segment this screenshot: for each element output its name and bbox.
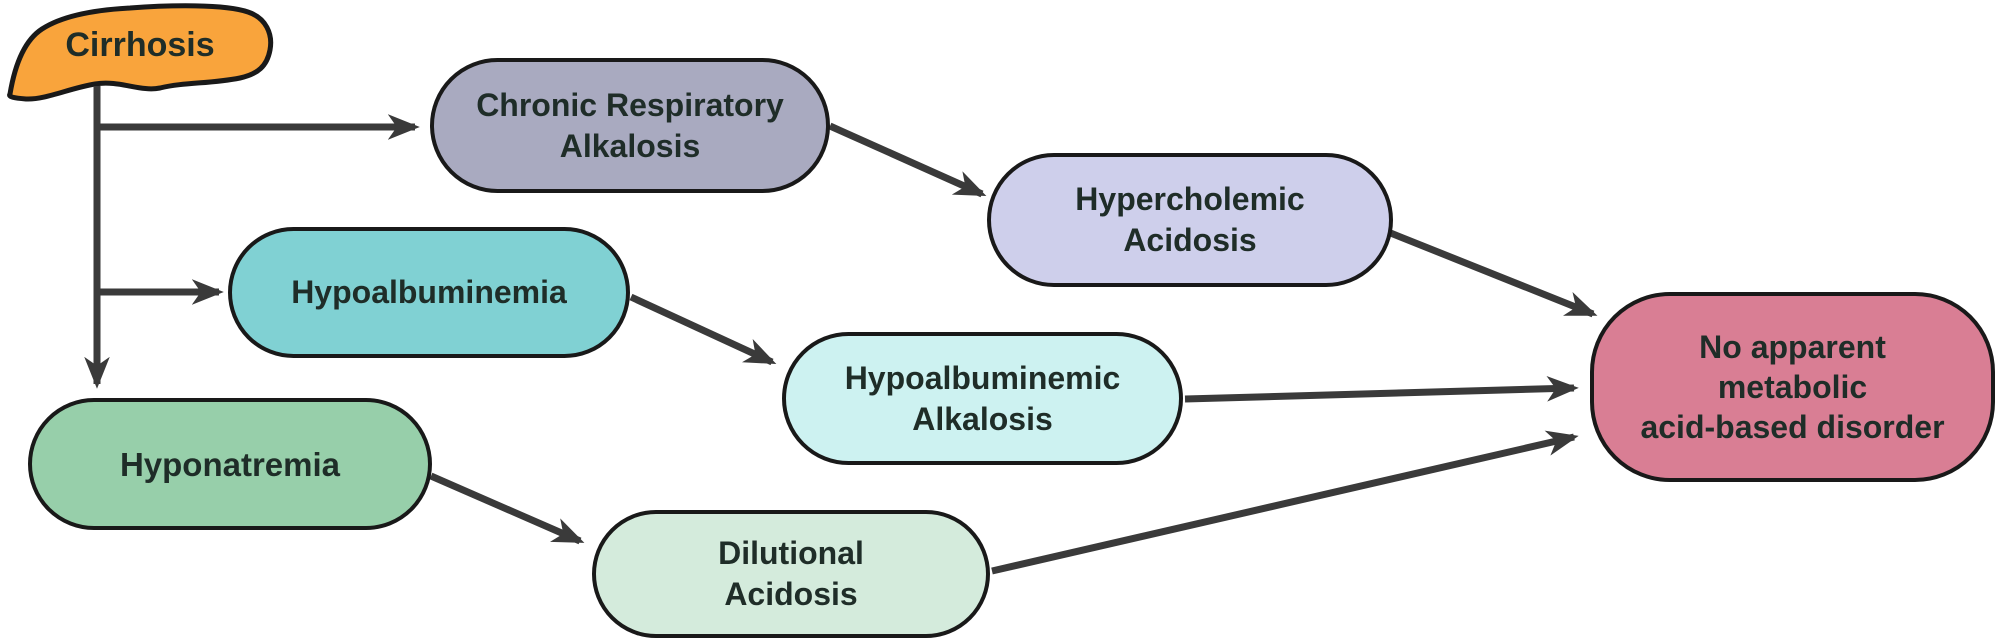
edge-chronic-respiratory-alkalosis-to-hypercholemic-acidosis xyxy=(828,122,987,198)
node-label-line: Acidosis xyxy=(1123,222,1257,258)
node-label-line: Alkalosis xyxy=(559,127,701,164)
node-label-line: Dilutional xyxy=(718,535,864,571)
node-label-line: Acidosis xyxy=(724,576,858,612)
node-hypoalbuminemic-alkalosis: Hypoalbuminemic Alkalosis xyxy=(782,332,1183,465)
node-label-line: acid-based disorder xyxy=(1640,409,1945,445)
node-hyponatremia: Hyponatremia xyxy=(28,398,432,530)
node-label-line: No apparent xyxy=(1699,329,1886,365)
node-hypercholemic-acidosis: Hypercholemic Acidosis xyxy=(987,153,1393,287)
node-cirrhosis-label: Cirrhosis xyxy=(65,26,215,64)
edge-hypoalbuminemic-alkalosis-to-no-apparent-disorder xyxy=(1184,375,1579,403)
node-no-apparent-disorder: No apparent metabolic acid-based disorde… xyxy=(1590,292,1995,482)
edge-hypoalbuminemia-to-hypoalbuminemic-alkalosis xyxy=(629,293,777,366)
node-dilutional-acidosis: Dilutional Acidosis xyxy=(592,510,990,638)
node-chronic-respiratory-alkalosis: Chronic Respiratory Alkalosis xyxy=(430,58,830,193)
node-label-line: Alkalosis xyxy=(912,400,1053,437)
edge-hypercholemic-acidosis-to-no-apparent-disorder xyxy=(1386,228,1598,318)
node-label-line: Hypoalbuminemia xyxy=(291,274,567,310)
node-label-line: metabolic xyxy=(1717,369,1868,405)
node-label-line: Hypercholemic xyxy=(1075,181,1305,217)
node-cirrhosis-blob xyxy=(7,3,274,102)
node-label-line: Chronic Respiratory xyxy=(476,86,784,123)
node-label-line: Hypoalbuminemic xyxy=(844,359,1121,396)
edge-hyponatremia-to-dilutional-acidosis xyxy=(429,472,585,545)
node-label-line: Hyponatremia xyxy=(119,445,341,483)
node-hypoalbuminemia: Hypoalbuminemia xyxy=(228,227,630,358)
edge-dilutional-acidosis-to-no-apparent-disorder xyxy=(991,430,1579,575)
